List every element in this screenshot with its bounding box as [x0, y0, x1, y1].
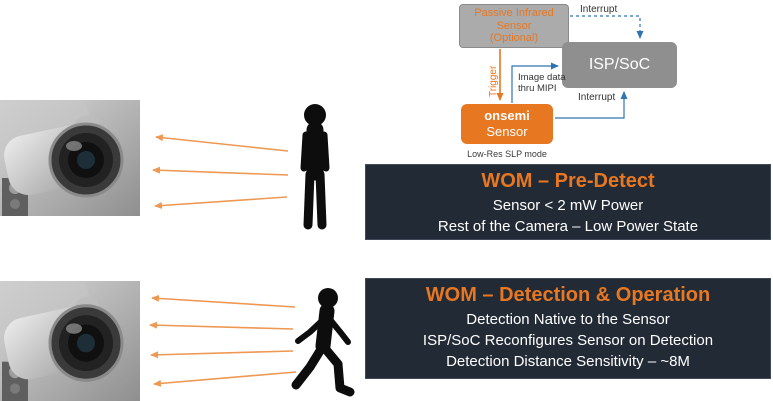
pir-interrupt-arrow — [570, 15, 644, 39]
predetect-line: Sensor < 2 mW Power — [492, 197, 644, 214]
left-arrow-icon — [149, 294, 297, 387]
mipi-label-line2: thru MIPI — [518, 83, 557, 94]
walking-person-icon — [291, 288, 355, 397]
left-arrow-icon — [152, 134, 289, 210]
pir-label-line2: Sensor — [496, 19, 532, 32]
detection-line: Detection Native to the Sensor — [466, 311, 670, 328]
detection-line: Detection Distance Sensitivity – ~8M — [446, 353, 690, 370]
interrupt-bottom-label: Interrupt — [578, 92, 615, 103]
sensor-interrupt-arrow — [555, 91, 628, 119]
detection-title: WOM – Detection & Operation — [425, 284, 711, 306]
interrupt-top-label: Interrupt — [580, 4, 617, 15]
onsemi-brand-label: onsemi — [484, 107, 530, 123]
trigger-label: Trigger — [488, 65, 499, 97]
mipi-data-arrow — [511, 62, 559, 103]
sensor-label: Sensor — [486, 124, 528, 139]
predetect-panel: WOM – Pre-Detect Sensor < 2 mW Power Res… — [365, 164, 771, 240]
security-camera-photo — [0, 100, 140, 216]
detection-panel: WOM – Detection & Operation Detection Na… — [365, 278, 771, 379]
isp-soc-box: ISP/SoC — [562, 42, 677, 88]
detection-line: ISP/SoC Reconfigures Sensor on Detection — [422, 332, 714, 349]
pir-label-line1: Passive Infrared — [474, 6, 554, 19]
mipi-label-line1: Image data — [518, 72, 566, 83]
slp-mode-label: Low-Res SLP mode — [467, 149, 547, 159]
pir-sensor-box: Passive Infrared Sensor (Optional) — [459, 4, 569, 48]
pir-label-line3: (Optional) — [489, 32, 539, 45]
predetect-line: Rest of the Camera – Low Power State — [437, 218, 699, 235]
onsemi-sensor-box: onsemi Sensor — [461, 104, 553, 144]
security-camera-photo — [0, 281, 140, 401]
isp-soc-label: ISP/SoC — [588, 56, 651, 73]
standing-person-icon — [300, 104, 330, 230]
predetect-title: WOM – Pre-Detect — [481, 170, 655, 192]
